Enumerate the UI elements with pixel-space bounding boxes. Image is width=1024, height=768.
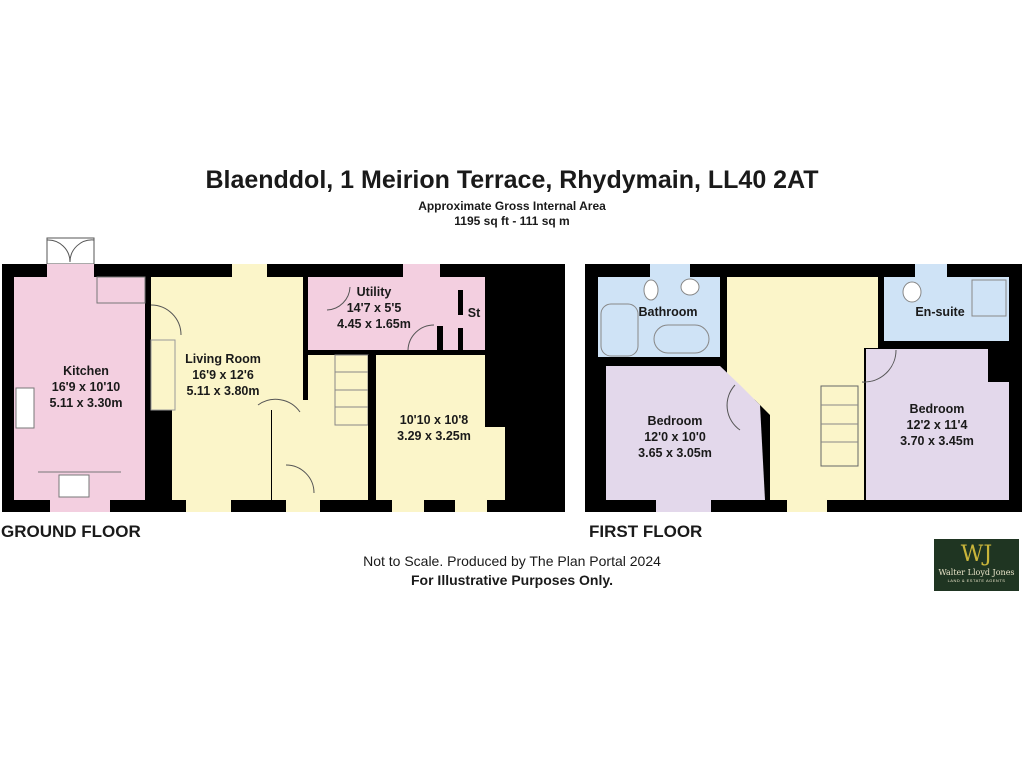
room-label-kitchen: Kitchen 16'9 x 10'10 5.11 x 3.30m	[50, 363, 123, 411]
room-label-utility: Utility 14'7 x 5'5 4.45 x 1.65m	[337, 284, 411, 332]
ground-floor-plan	[2, 237, 565, 512]
disclaimer: For Illustrative Purposes Only.	[410, 572, 613, 588]
scale-note: Not to Scale. Produced by The Plan Porta…	[363, 553, 661, 569]
room-imperial: 10'10 x 10'8	[399, 413, 469, 427]
landing	[727, 277, 878, 500]
ground-floor-label: GROUND FLOOR	[1, 522, 141, 541]
room-label-store: St	[467, 306, 481, 320]
room-imperial: 12'0 x 10'0	[644, 430, 706, 444]
kitchen-room	[14, 277, 145, 500]
hallway	[272, 355, 372, 512]
room-imperial: 16'9 x 12'6	[192, 368, 254, 382]
room-metric: 5.11 x 3.80m	[186, 384, 260, 398]
room-metric: 3.70 x 3.45m	[900, 434, 974, 448]
reception-room	[376, 355, 505, 500]
room-metric: 5.11 x 3.30m	[49, 396, 123, 410]
room-label-bedroom-right: Bedroom 12'2 x 11'4 3.70 x 3.45m	[900, 401, 974, 449]
room-label-en-suite: En-suite	[915, 305, 965, 319]
room-label-bedroom-left: Bedroom 12'0 x 10'0 3.65 x 3.05m	[638, 413, 712, 461]
bathroom-room	[598, 277, 720, 357]
logo-monogram: WJ	[960, 542, 993, 567]
kitchen-door-opening	[47, 264, 94, 277]
room-name: Utility	[356, 285, 392, 299]
first-floor-plan	[585, 264, 1022, 512]
room-label-reception: 10'10 x 10'8 3.29 x 3.25m	[397, 412, 471, 444]
room-label-living-room: Living Room 16'9 x 12'6 5.11 x 3.80m	[185, 351, 261, 399]
logo-tagline: LAND & ESTATE AGENTS	[947, 578, 1006, 583]
room-imperial: 16'9 x 10'10	[51, 380, 121, 394]
living-room	[151, 277, 303, 500]
logo-name: Walter Lloyd Jones	[938, 568, 1015, 577]
plan-title: Blaenddol, 1 Meirion Terrace, Rhydymain,…	[205, 166, 819, 194]
room-label-bathroom: Bathroom	[638, 305, 698, 319]
first-floor-label: FIRST FLOOR	[589, 522, 703, 541]
room-name: Kitchen	[63, 364, 109, 378]
room-imperial: 12'2 x 11'4	[906, 418, 968, 432]
agent-logo: WJ Walter Lloyd Jones LAND & ESTATE AGEN…	[934, 539, 1019, 591]
bedroom-left-room	[606, 366, 765, 500]
room-name: Living Room	[185, 352, 261, 366]
room-metric: 3.29 x 3.25m	[397, 429, 471, 443]
bedroom-right-room	[866, 349, 1009, 500]
room-metric: 3.65 x 3.05m	[638, 446, 712, 460]
room-imperial: 14'7 x 5'5	[346, 301, 402, 315]
area-value: 1195 sq ft - 111 sq m	[454, 214, 570, 228]
room-name: Bedroom	[647, 414, 703, 428]
room-metric: 4.45 x 1.65m	[337, 317, 411, 331]
room-name: Bedroom	[909, 402, 965, 416]
area-label: Approximate Gross Internal Area	[418, 199, 606, 213]
